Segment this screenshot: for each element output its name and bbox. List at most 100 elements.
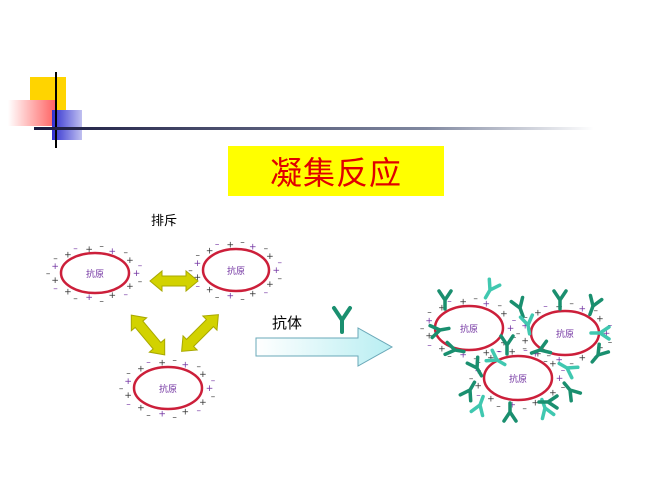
antibody-icon (499, 334, 515, 356)
charge-sign: + (64, 287, 72, 297)
repulsion-label: 排斥 (151, 214, 178, 229)
charge-sign: + (500, 309, 508, 319)
charge-sign: + (534, 309, 542, 319)
charge-sign: + (521, 337, 529, 347)
double-arrow-icon (181, 314, 219, 352)
charge-sign: + (508, 401, 516, 411)
charge-sign: + (425, 316, 433, 326)
charge-sign: – (277, 258, 282, 268)
antibody-icon (537, 394, 559, 410)
antibody-icon (465, 355, 484, 378)
charge-sign: + (137, 403, 145, 413)
charge-sign: + (438, 304, 446, 314)
repulsion-arrows (130, 269, 219, 356)
charge-sign: – (215, 292, 220, 302)
antibody-icon (483, 277, 502, 300)
charge-sign: + (137, 365, 145, 375)
charge-sign: + (272, 266, 280, 276)
charge-sign: + (206, 285, 214, 295)
charge-sign: – (543, 357, 548, 367)
double-arrow-icon (149, 269, 199, 293)
charge-sign: + (474, 382, 482, 392)
antibody-icon (443, 340, 466, 357)
antigen-label: 抗原 (159, 383, 177, 395)
antibody-icon (469, 394, 485, 418)
antibody-icon (428, 323, 451, 340)
charge-sign: – (53, 284, 58, 294)
antibody-icon (518, 313, 535, 336)
charge-sign: + (206, 384, 214, 394)
charge-sign: – (264, 288, 269, 298)
charge-sign: – (569, 299, 574, 309)
charge-sign: + (64, 251, 72, 261)
antigen-outline (59, 251, 131, 295)
antibody-icon (437, 289, 453, 311)
charge-sign: + (482, 348, 490, 358)
charge-sign: – (264, 244, 269, 254)
header-decoration (8, 72, 594, 148)
antibody-icon (484, 348, 507, 367)
charge-sign: – (123, 290, 128, 300)
header-rule (34, 127, 594, 130)
charge-sign: – (420, 324, 425, 334)
charge-sign: + (596, 314, 604, 324)
charge-sign: – (427, 340, 432, 350)
charge-sign: – (53, 254, 58, 264)
charge-sign: + (51, 276, 59, 286)
charge-sign: – (138, 261, 143, 271)
charge-sign: – (240, 295, 245, 305)
charge-sign: + (500, 339, 508, 349)
charge-sign: – (522, 404, 527, 414)
charge-sign: + (194, 259, 202, 269)
charge-sign: – (561, 383, 566, 393)
charge-sign: + (51, 262, 59, 272)
charge-sign: – (593, 306, 598, 316)
charge-sign: + (158, 359, 166, 369)
deco-pink-bar (8, 100, 56, 126)
charge-sign: + (438, 344, 446, 354)
charge-sign: – (543, 301, 548, 311)
charge-sign: + (531, 398, 539, 408)
antigen-cell: 抗原+–+–+–+–+–+–+–+–+–+–+– (119, 355, 216, 422)
charge-sign: – (195, 282, 200, 292)
charge-sign: + (603, 329, 611, 339)
page-title: 凝集反应 (269, 154, 402, 192)
charge-sign: – (46, 269, 51, 279)
charge-sign: – (608, 338, 613, 348)
charge-sign: – (138, 277, 143, 287)
antibody-icon (590, 342, 611, 364)
charge-sign: + (124, 377, 132, 387)
charge-sign: – (569, 359, 574, 369)
charge-sign: – (496, 402, 501, 412)
charge-sign: – (99, 242, 104, 252)
charge-sign: – (277, 274, 282, 284)
charge-sign: + (124, 391, 132, 401)
charge-sign: + (206, 247, 214, 257)
charge-sign: – (172, 355, 177, 365)
charge-sign: – (126, 400, 131, 410)
charge-sign: – (522, 344, 527, 354)
antigen-outline (201, 247, 271, 293)
charge-sign: – (172, 413, 177, 423)
charge-sign: – (476, 390, 481, 400)
charge-sign: + (181, 407, 189, 417)
charge-sign: + (556, 374, 564, 384)
charge-sign: – (523, 313, 528, 323)
charge-sign: – (469, 374, 474, 384)
charge-sign: – (196, 406, 201, 416)
antigen-cell: 抗原+–+–+–+–+–+–+–+–+–+–+– (46, 242, 143, 307)
charge-sign: + (199, 398, 207, 408)
charge-sign: – (73, 244, 78, 254)
charge-sign: – (512, 315, 517, 325)
charge-sign: + (459, 297, 467, 307)
antibody-icon (552, 289, 568, 311)
charge-sign: – (523, 345, 528, 355)
charge-sign: + (126, 282, 134, 292)
antibody-icon (529, 339, 553, 355)
charge-sign: – (608, 320, 613, 330)
charge-sign: + (226, 291, 234, 301)
charge-sign: – (195, 250, 200, 260)
charge-sign: – (126, 368, 131, 378)
antigen-outline (132, 365, 204, 411)
